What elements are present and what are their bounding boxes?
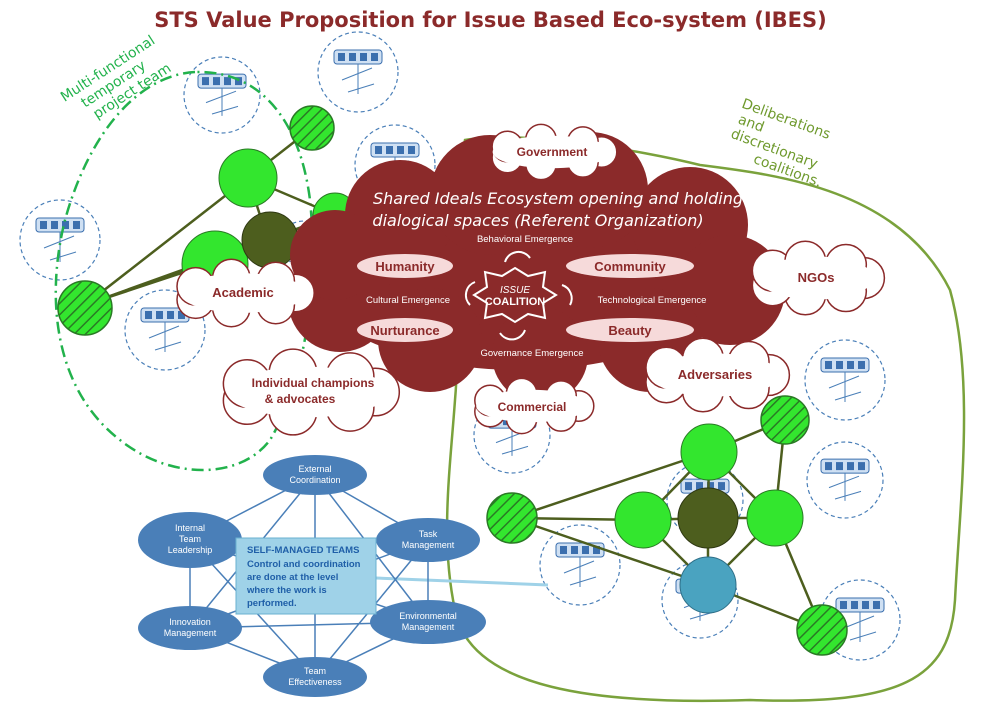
stakeholder-cloud: [751, 240, 886, 316]
self-managed-box: [235, 537, 377, 615]
team-node-label: Innovation: [169, 617, 211, 627]
governance-emergence: Governance Emergence: [481, 348, 584, 359]
org-bubble: [539, 524, 621, 606]
team-node-label: Management: [402, 540, 455, 550]
technological-emergence: Technological Emergence: [598, 295, 707, 306]
green-node: [218, 148, 278, 208]
team-node-label: Environmental: [399, 611, 457, 621]
cloud-heading: dialogical spaces (Referent Organization…: [372, 211, 703, 230]
org-bubble: [19, 199, 101, 281]
hatched-node: [760, 395, 810, 445]
stakeholder-cloud: [491, 123, 618, 181]
teal-node: [679, 556, 737, 614]
commercial-label: Commercial: [498, 400, 567, 414]
team-node-label: Coordination: [289, 475, 340, 485]
stakeholder-cloud: [176, 258, 315, 328]
team-node-label: Management: [402, 622, 455, 632]
value-pills: [357, 254, 694, 342]
team-node-label: Task: [419, 529, 438, 539]
value-community: Community: [594, 259, 666, 274]
adversaries-label: Adversaries: [678, 367, 752, 382]
hatched-node: [796, 604, 848, 656]
olive-node: [241, 211, 299, 269]
issue-coalition-star: [472, 266, 558, 324]
individual-label: & advocates: [265, 392, 336, 406]
hatched-node: [486, 492, 538, 544]
team-nodes: [138, 455, 486, 697]
team-node-label: Effectiveness: [288, 677, 342, 687]
value-humanity: Humanity: [375, 259, 435, 274]
green-node: [680, 423, 738, 481]
self-managed-text: performed.: [247, 598, 297, 609]
individual-label: Individual champions: [252, 376, 375, 390]
green-node: [614, 491, 672, 549]
academic-label: Academic: [212, 285, 273, 300]
self-managed-title: SELF-MANAGED TEAMS: [247, 545, 359, 556]
stakeholder-cloud: [222, 348, 401, 436]
cloud-heading: Shared Ideals Ecosystem opening and hold…: [373, 189, 743, 208]
cultural-emergence: Cultural Emergence: [366, 295, 450, 306]
org-bubble: [183, 56, 261, 134]
team-node-label: Leadership: [168, 545, 213, 555]
behavioral-emergence: Behavioral Emergence: [477, 234, 573, 245]
self-managed-text: where the work is: [246, 585, 327, 596]
stakeholder-cloud: [474, 377, 595, 435]
team-node-label: Management: [164, 628, 217, 638]
team-node-label: Team: [179, 534, 201, 544]
project-team-boundary: [54, 70, 314, 472]
org-bubble: [317, 31, 399, 113]
team-node-label: External: [298, 464, 331, 474]
self-managed-text: are done at the level: [247, 572, 338, 583]
value-beauty: Beauty: [608, 323, 652, 338]
team-connector: [375, 576, 549, 587]
org-bubble: [804, 339, 886, 421]
diagram-title: STS Value Proposition for Issue Based Ec…: [154, 8, 827, 32]
org-bubble: [806, 441, 884, 519]
ngos-label: NGOs: [798, 270, 835, 285]
olive-node: [677, 487, 739, 549]
value-nurturance: Nurturance: [370, 323, 439, 338]
coalition-boundary: [445, 136, 966, 703]
team-node-label: Team: [304, 666, 326, 676]
coalition-label: COALITION: [485, 296, 546, 308]
self-managed-text: Control and coordination: [247, 559, 361, 570]
hatched-node: [289, 105, 335, 151]
hatched-node: [57, 280, 113, 336]
green-node: [746, 489, 804, 547]
team-node-label: Internal: [175, 523, 205, 533]
stakeholder-clouds: [176, 123, 886, 436]
government-label: Government: [517, 145, 588, 159]
issue-label: ISSUE: [500, 285, 530, 296]
emergence-arrows: [464, 250, 573, 341]
stakeholder-cloud: [645, 337, 791, 413]
